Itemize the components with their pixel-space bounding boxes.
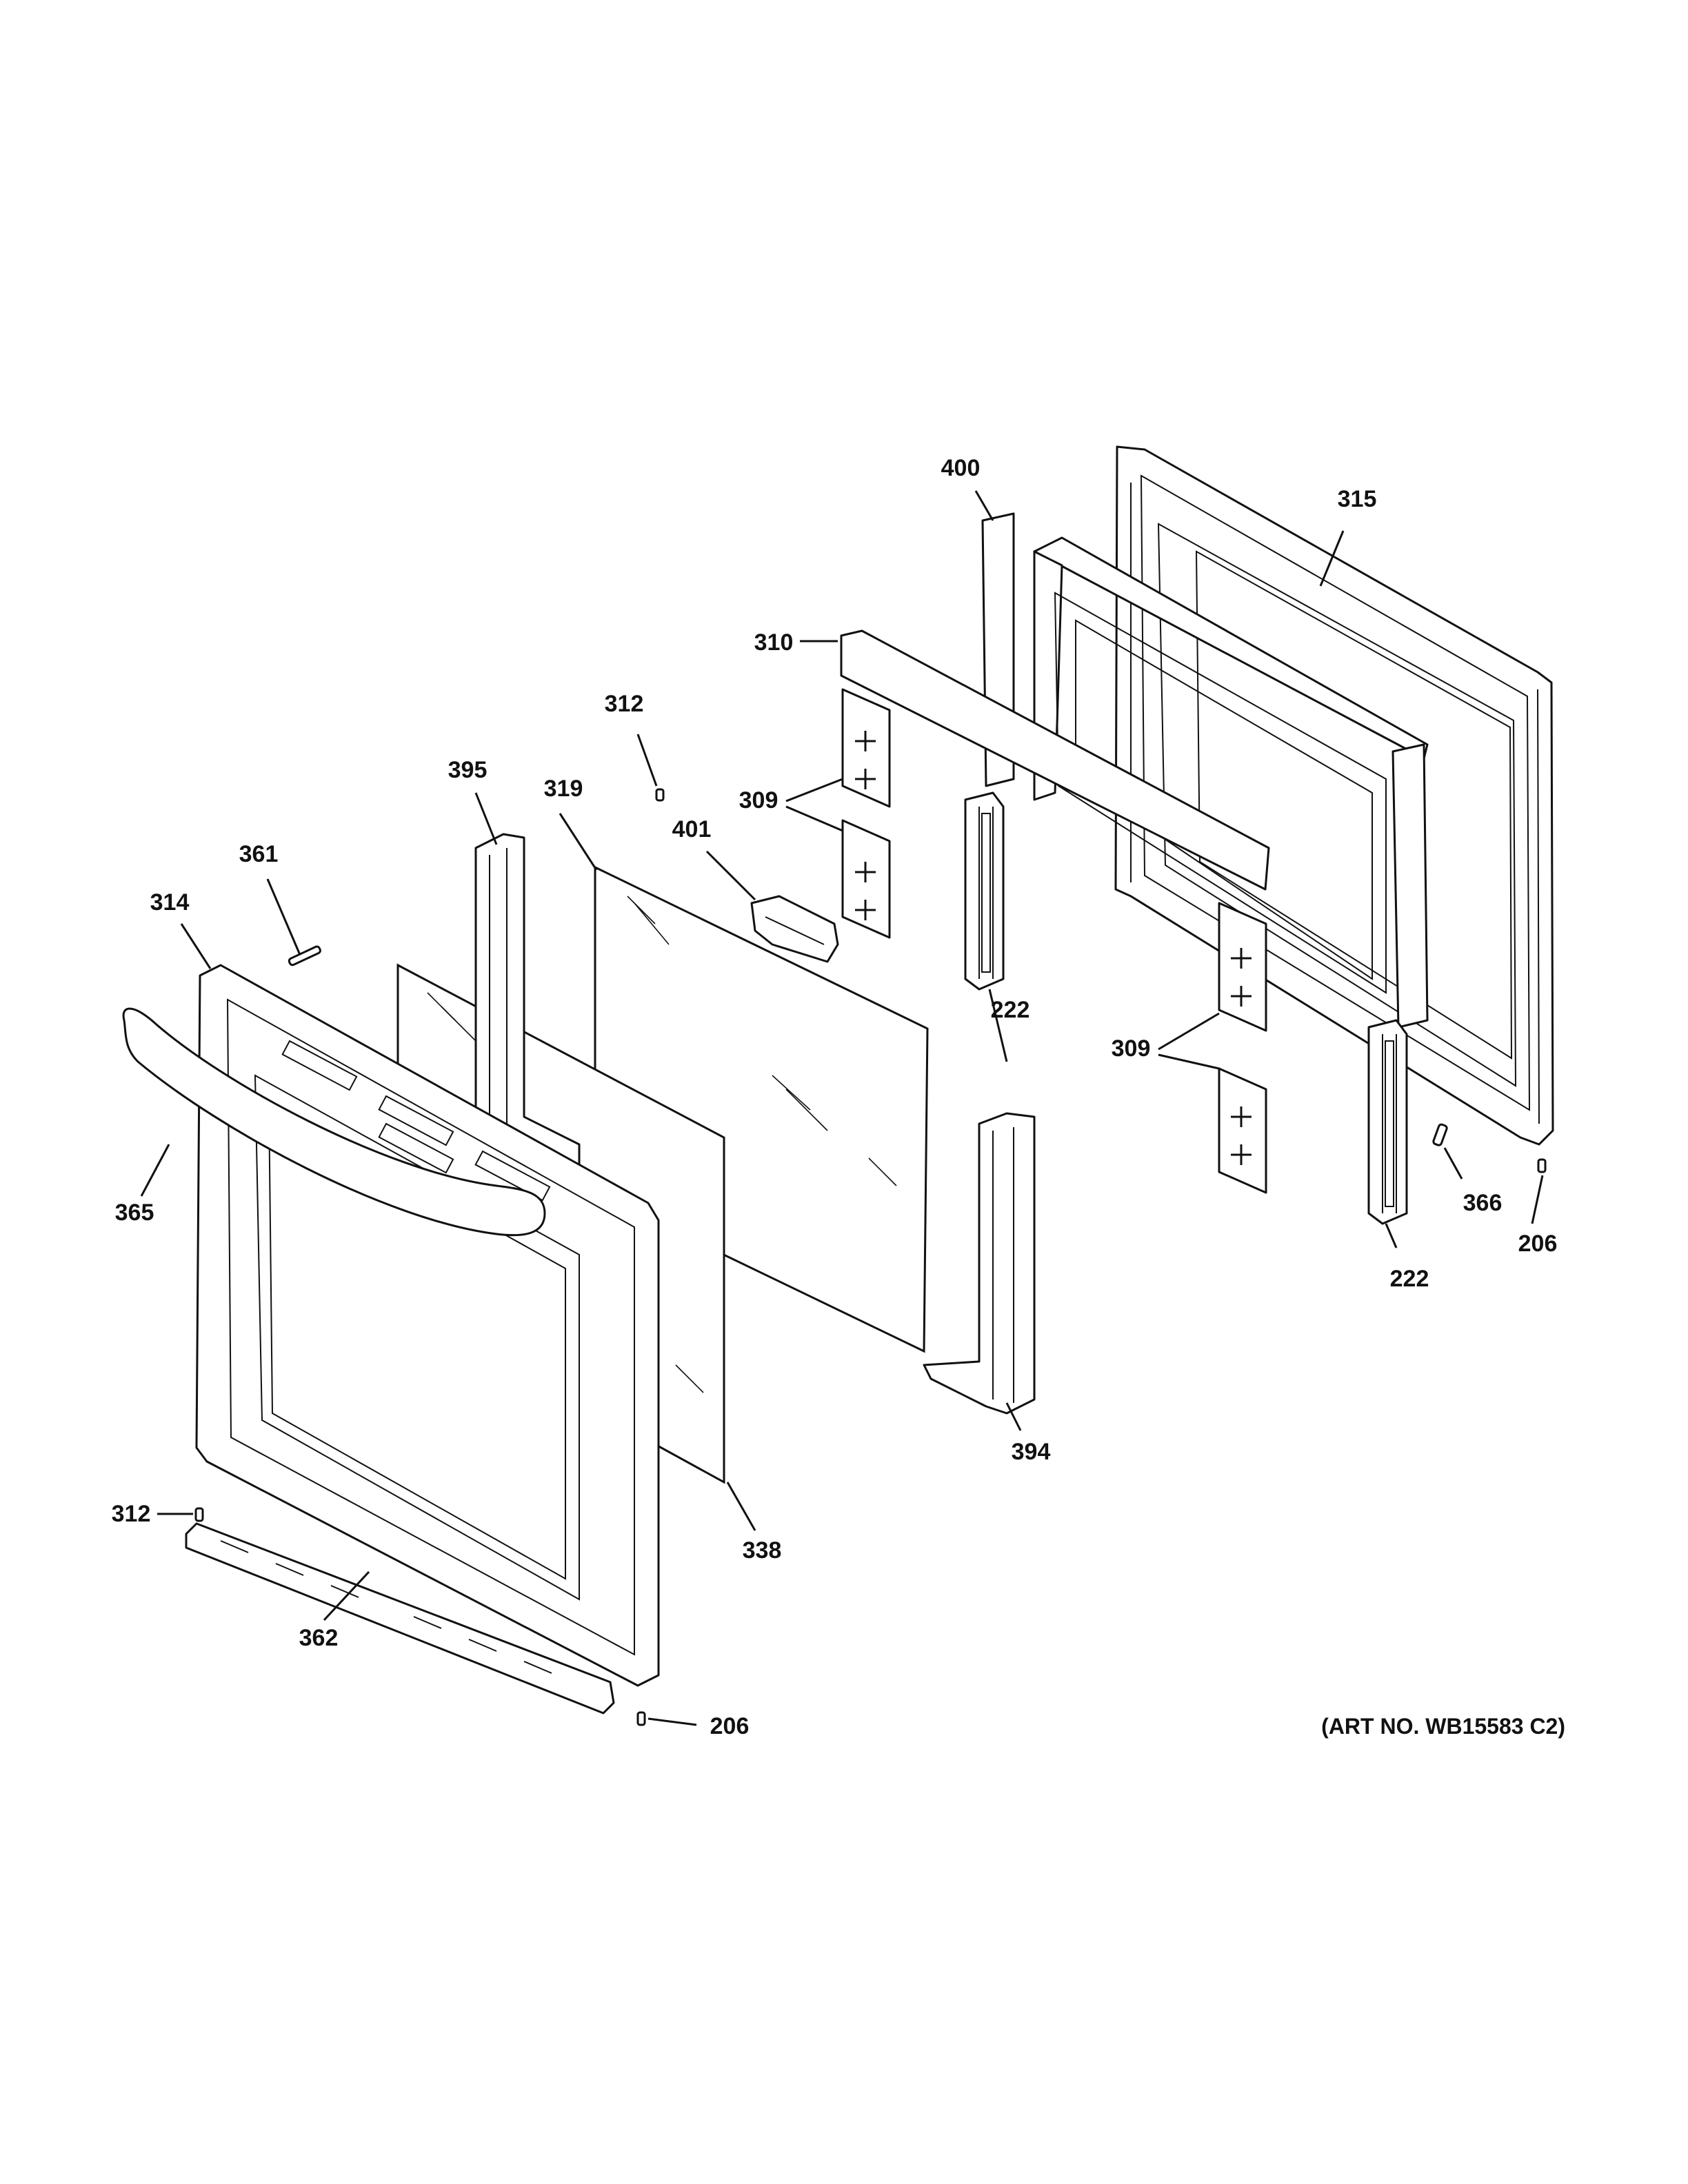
- callout-394: 394: [1012, 1439, 1051, 1465]
- callout-315: 315: [1338, 486, 1377, 512]
- callout-312-bottom: 312: [112, 1501, 151, 1527]
- callout-206-bottom: 206: [710, 1713, 750, 1739]
- bottom-trim-362: [185, 1522, 615, 1715]
- callout-314: 314: [150, 889, 190, 916]
- screw-312-bottom: [194, 1507, 204, 1522]
- door-handle-365: [122, 1007, 546, 1237]
- callout-395: 395: [448, 757, 488, 783]
- side-channel-394: [923, 1112, 1036, 1415]
- callout-319: 319: [544, 776, 583, 802]
- screw-361: [288, 945, 321, 967]
- callout-401: 401: [672, 816, 712, 842]
- insulation-pads-309-right: [1218, 902, 1267, 1194]
- insulation-pads-309-top: [841, 688, 891, 939]
- callout-365: 365: [115, 1200, 154, 1226]
- hinge-222-left: [964, 791, 1005, 991]
- callout-labels: 400 315 310 312 309 395 319 401 361 314 …: [112, 455, 1558, 1739]
- leader-lines: [140, 490, 1544, 1726]
- callout-338: 338: [743, 1537, 782, 1564]
- callout-400: 400: [941, 455, 981, 481]
- screw-206-right: [1537, 1158, 1547, 1173]
- screw-312-top: [655, 788, 665, 802]
- callout-309-top: 309: [739, 787, 778, 813]
- inner-door-panel-315: [1114, 445, 1554, 1146]
- callout-362: 362: [299, 1625, 339, 1651]
- screw-366: [1432, 1123, 1448, 1146]
- callout-366: 366: [1463, 1190, 1503, 1216]
- insulation-strip-310: [840, 629, 1270, 891]
- hinge-222-right: [1367, 1019, 1408, 1225]
- callout-222-right: 222: [1390, 1266, 1429, 1292]
- callout-222-left: 222: [991, 997, 1030, 1023]
- bracket-401: [750, 895, 839, 963]
- callout-206-right: 206: [1518, 1231, 1558, 1257]
- art-number: (ART NO. WB15583 C2): [1321, 1714, 1565, 1739]
- callout-310: 310: [754, 629, 794, 656]
- screw-206-bottom: [636, 1711, 646, 1726]
- callout-312-top: 312: [605, 691, 644, 717]
- callout-309-right: 309: [1112, 1035, 1151, 1062]
- callout-361: 361: [239, 841, 279, 867]
